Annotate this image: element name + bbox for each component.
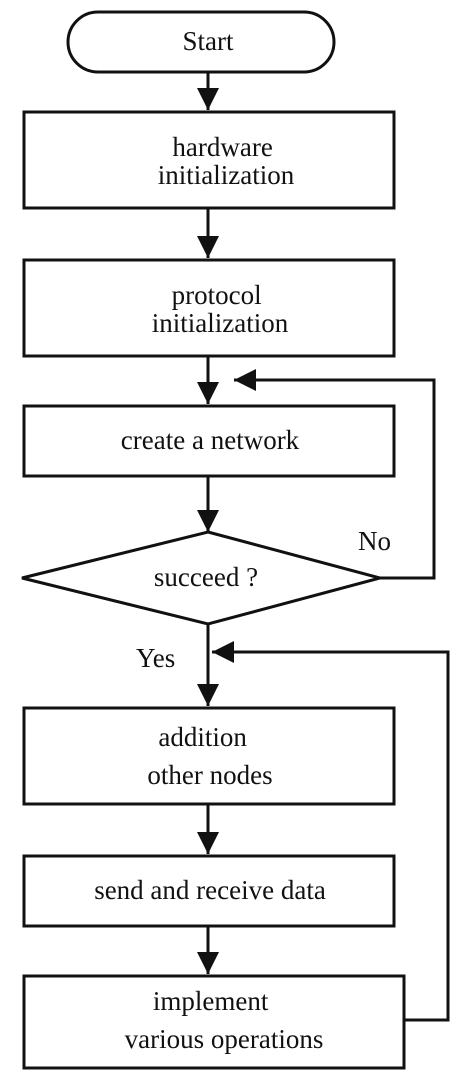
arrow-implement-loop bbox=[212, 641, 450, 1022]
send-receive-box bbox=[22, 854, 396, 928]
implement-label: implement various operations bbox=[125, 986, 324, 1054]
start-terminal bbox=[66, 10, 336, 74]
create-network-label: create a network bbox=[121, 425, 300, 455]
add-nodes-label: addition other nodes bbox=[147, 722, 272, 790]
protocol-init-label: protocol initialization bbox=[152, 280, 289, 338]
succeed-label: succeed ? bbox=[154, 562, 258, 592]
hardware-init-box bbox=[22, 110, 396, 210]
yes-label: Yes bbox=[136, 643, 175, 673]
implement-box bbox=[22, 974, 406, 1070]
add-nodes-box bbox=[22, 706, 396, 806]
hardware-init-label: hardware initialization bbox=[158, 132, 295, 190]
send-receive-label: send and receive data bbox=[94, 875, 326, 905]
no-label: No bbox=[358, 526, 391, 556]
start-label: Start bbox=[183, 26, 234, 56]
arrow-no-loop bbox=[234, 369, 436, 580]
create-network-box bbox=[22, 404, 396, 478]
